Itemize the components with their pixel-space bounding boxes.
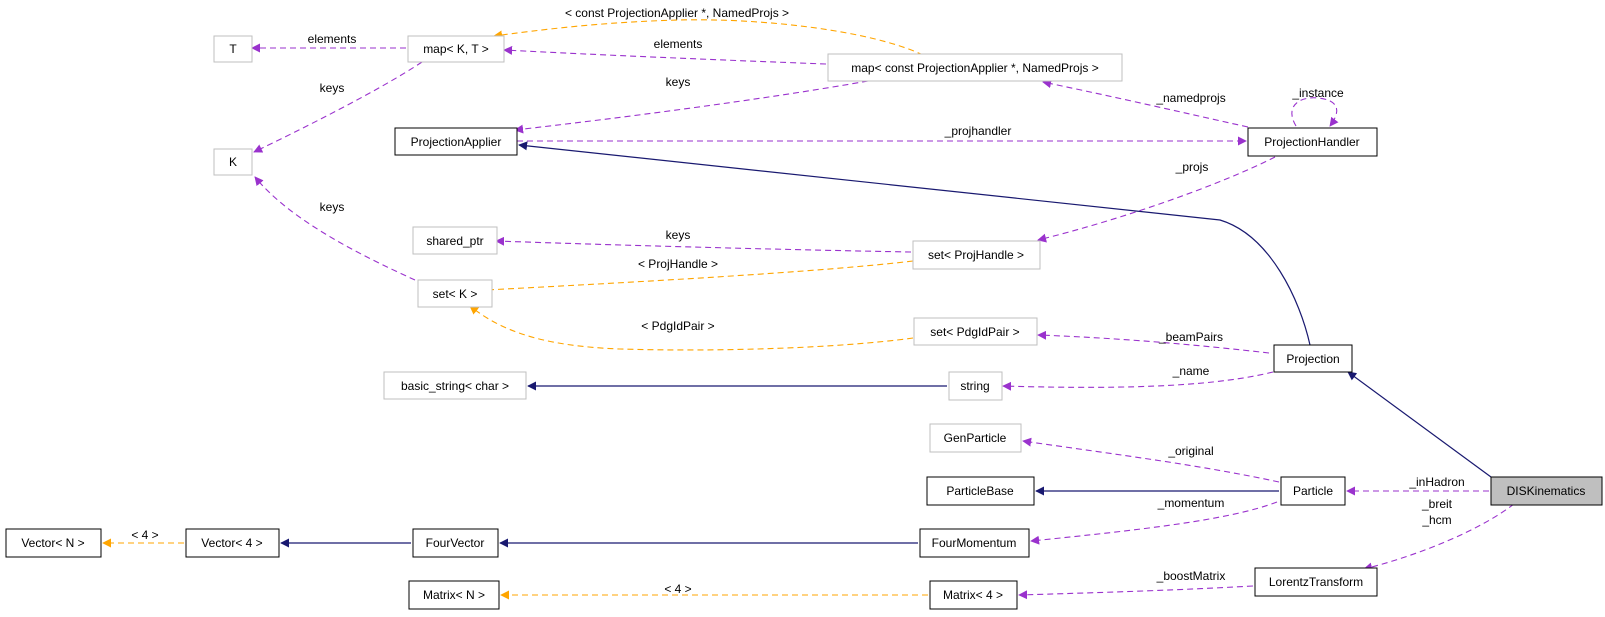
node-particle[interactable]: Particle bbox=[1280, 476, 1346, 506]
edge-lorentz-to-matrix4 bbox=[1018, 585, 1254, 600]
node-dis-kinematics[interactable]: DISKinematics bbox=[1490, 476, 1603, 506]
label-pdgidpair-template: < PdgIdPair > bbox=[641, 319, 714, 333]
label-keys-shared-ptr: keys bbox=[666, 228, 691, 242]
node-k[interactable]: K bbox=[213, 148, 253, 176]
svg-text:shared_ptr: shared_ptr bbox=[426, 234, 483, 248]
svg-text:GenParticle: GenParticle bbox=[944, 431, 1007, 445]
svg-text:LorentzTransform: LorentzTransform bbox=[1269, 575, 1363, 589]
node-map-named-projs[interactable]: map< const ProjectionApplier *, NamedPro… bbox=[827, 53, 1123, 82]
label-projhandler: _projhandler bbox=[944, 124, 1012, 138]
svg-text:set< ProjHandle >: set< ProjHandle > bbox=[928, 248, 1024, 262]
edge-handler-to-set-projhandle bbox=[1037, 156, 1276, 243]
label-name: _name bbox=[1172, 364, 1210, 378]
node-four-vector[interactable]: FourVector bbox=[412, 528, 499, 558]
label-original: _original bbox=[1167, 444, 1213, 458]
edge-set-projhandle-to-set-k bbox=[466, 260, 914, 296]
svg-text:set< PdgIdPair >: set< PdgIdPair > bbox=[930, 325, 1019, 339]
label-projs: _projs bbox=[1175, 160, 1209, 174]
label-keys-named-applier: keys bbox=[666, 75, 691, 89]
label-matrix-template: < 4 > bbox=[664, 582, 691, 596]
label-projhandle-template: < ProjHandle > bbox=[638, 257, 718, 271]
label-elements-t: elements bbox=[308, 32, 357, 46]
label-inhadron: _inHadron bbox=[1408, 475, 1464, 489]
node-string[interactable]: string bbox=[948, 371, 1003, 401]
edge-particle-to-four-momentum bbox=[1030, 501, 1278, 545]
svg-text:DISKinematics: DISKinematics bbox=[1507, 484, 1586, 498]
label-instance: _instance bbox=[1291, 86, 1344, 100]
node-projection-handler[interactable]: ProjectionHandler bbox=[1247, 127, 1378, 157]
svg-text:Vector< 4 >: Vector< 4 > bbox=[201, 536, 262, 550]
node-gen-particle[interactable]: GenParticle bbox=[929, 423, 1022, 453]
svg-text:Projection: Projection bbox=[1286, 352, 1339, 366]
node-vector-n[interactable]: Vector< N > bbox=[5, 528, 102, 558]
node-basic-string[interactable]: basic_string< char > bbox=[383, 371, 527, 400]
svg-text:T: T bbox=[229, 42, 237, 56]
edge-set-k-to-k bbox=[254, 176, 416, 281]
edge-projection-to-projection-applier bbox=[518, 141, 1311, 346]
svg-text:map< const ProjectionApplier *: map< const ProjectionApplier *, NamedPro… bbox=[851, 61, 1098, 75]
label-namedprojs: _namedprojs bbox=[1155, 91, 1225, 105]
svg-text:map< K, T >: map< K, T > bbox=[423, 42, 489, 56]
edge-map-kt-to-k bbox=[253, 61, 423, 153]
edge-handler-to-map-named bbox=[1042, 79, 1249, 128]
label-const-projection-applier: < const ProjectionApplier *, NamedProjs … bbox=[565, 6, 789, 20]
svg-text:Vector< N >: Vector< N > bbox=[21, 536, 84, 550]
svg-text:ProjectionApplier: ProjectionApplier bbox=[411, 135, 502, 149]
node-particle-base[interactable]: ParticleBase bbox=[926, 476, 1035, 506]
node-t[interactable]: T bbox=[213, 35, 253, 63]
svg-text:FourMomentum: FourMomentum bbox=[932, 536, 1017, 550]
svg-text:basic_string< char >: basic_string< char > bbox=[401, 379, 509, 393]
edge-dis-to-projection bbox=[1347, 371, 1492, 478]
node-projection-applier[interactable]: ProjectionApplier bbox=[394, 127, 518, 156]
svg-text:Matrix< N >: Matrix< N > bbox=[423, 588, 485, 602]
svg-text:FourVector: FourVector bbox=[426, 536, 485, 550]
node-shared-ptr[interactable]: shared_ptr bbox=[412, 226, 498, 255]
svg-text:ParticleBase: ParticleBase bbox=[946, 484, 1014, 498]
edge-map-named-to-map-kt bbox=[493, 19, 924, 56]
label-keys-setk-k: keys bbox=[320, 200, 345, 214]
label-elements-map: elements bbox=[654, 37, 703, 51]
svg-text:ProjectionHandler: ProjectionHandler bbox=[1264, 135, 1359, 149]
svg-text:Matrix< 4 >: Matrix< 4 > bbox=[943, 588, 1003, 602]
node-set-pdgidpair[interactable]: set< PdgIdPair > bbox=[913, 317, 1038, 346]
edge-set-projhandle-to-shared-ptr bbox=[495, 236, 912, 253]
svg-text:set< K >: set< K > bbox=[433, 287, 478, 301]
edge-map-named-to-projection-applier bbox=[514, 80, 869, 134]
edge-particle-to-gen-particle bbox=[1022, 437, 1280, 483]
node-matrix-n[interactable]: Matrix< N > bbox=[408, 580, 500, 610]
label-vector-template: < 4 > bbox=[131, 528, 158, 542]
svg-text:K: K bbox=[229, 155, 237, 169]
label-beampairs: _beamPairs bbox=[1158, 330, 1223, 344]
edge-handler-instance bbox=[1291, 97, 1339, 127]
svg-text:Particle: Particle bbox=[1293, 484, 1333, 498]
edge-projection-to-set-pdgidpair bbox=[1037, 330, 1270, 354]
label-keys-map-k: keys bbox=[320, 81, 345, 95]
node-set-projhandle[interactable]: set< ProjHandle > bbox=[912, 240, 1041, 270]
label-boostmatrix: _boostMatrix bbox=[1156, 569, 1226, 583]
svg-text:string: string bbox=[960, 379, 989, 393]
node-matrix-4[interactable]: Matrix< 4 > bbox=[929, 580, 1018, 610]
node-map-k-t[interactable]: map< K, T > bbox=[407, 35, 505, 63]
edge-dis-to-lorentz-transform bbox=[1363, 503, 1515, 572]
node-lorentz-transform[interactable]: LorentzTransform bbox=[1254, 567, 1378, 597]
node-set-k[interactable]: set< K > bbox=[417, 279, 493, 308]
node-vector-4[interactable]: Vector< 4 > bbox=[185, 528, 280, 558]
node-four-momentum[interactable]: FourMomentum bbox=[919, 528, 1030, 558]
label-momentum: _momentum bbox=[1157, 496, 1225, 510]
label-hcm: _hcm bbox=[1421, 513, 1451, 527]
node-projection[interactable]: Projection bbox=[1273, 344, 1353, 373]
label-breit: _breit bbox=[1421, 497, 1453, 511]
edge-projection-to-string bbox=[1002, 371, 1274, 391]
edge-map-named-to-map-kt bbox=[503, 45, 827, 65]
